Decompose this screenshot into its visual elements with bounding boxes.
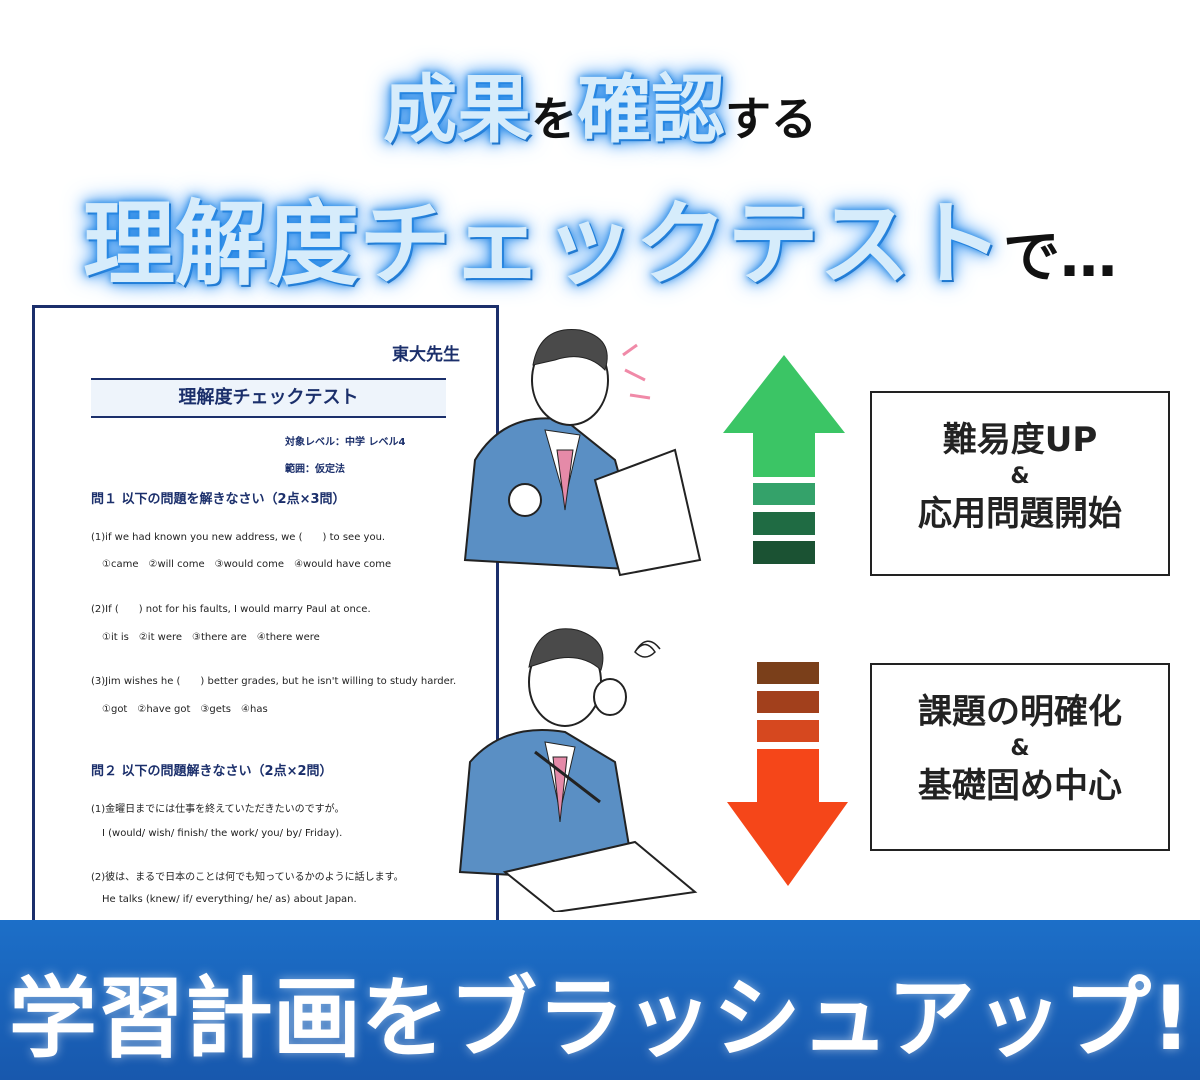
difficulty-up-label: 難易度UP bbox=[942, 420, 1098, 460]
down-arrow-bar bbox=[757, 720, 819, 742]
down-arrow-bar bbox=[757, 662, 819, 684]
target-level: 対象レベル：中学 レベル4 bbox=[285, 437, 406, 448]
difficulty-up-box: 難易度UP & 応用問題開始 bbox=[870, 391, 1170, 576]
happy-student-illustration bbox=[463, 328, 702, 577]
question-choices: ①got ②have got ③gets ④has bbox=[102, 704, 268, 715]
question-2-heading: 問２ 以下の問題解きなさい（2点×2問） bbox=[91, 764, 333, 779]
down-arrow-icon bbox=[727, 749, 848, 886]
headline-particle: する bbox=[725, 92, 817, 146]
scope: 範囲：仮定法 bbox=[285, 464, 345, 475]
headline-particle: を bbox=[531, 92, 578, 146]
headline-line-2: 理解度チェックテストで… bbox=[0, 170, 1200, 303]
up-arrow-bar bbox=[753, 512, 815, 535]
up-arrow-bar bbox=[753, 483, 815, 505]
question-text: (2)If ( ) not for his faults, I would ma… bbox=[91, 604, 371, 615]
document-title: 理解度チェックテスト bbox=[91, 378, 446, 418]
headline-word: 確認 bbox=[577, 67, 726, 153]
question-text: (1)金曜日までには仕事を終えていただきたいのですが。 bbox=[91, 804, 345, 815]
issue-clarification-label: 課題の明確化 bbox=[918, 692, 1122, 732]
question-choices: ①it is ②it were ③there are ④there were bbox=[102, 632, 320, 643]
worried-student-illustration bbox=[458, 628, 698, 912]
banner-text: 学習計画をブラッシュアップ! bbox=[8, 967, 1192, 1070]
up-arrow-graphic bbox=[723, 355, 845, 564]
down-arrow-bar bbox=[757, 691, 819, 713]
basics-focus-box: 課題の明確化 & 基礎固め中心 bbox=[870, 663, 1170, 851]
up-arrow-icon bbox=[723, 355, 845, 477]
question-1-heading: 問１ 以下の問題を解きなさい（2点×3問） bbox=[91, 492, 346, 507]
question-choices: He talks (knew/ if/ everything/ he/ as) … bbox=[102, 894, 357, 905]
headline-word: 理解度チェックテスト bbox=[82, 191, 1003, 298]
basics-focus-label: 基礎固め中心 bbox=[918, 766, 1122, 806]
brand-logo: 東大先生 bbox=[392, 345, 460, 365]
ampersand: & bbox=[1010, 464, 1030, 489]
headline-line-1: 成果を確認する bbox=[0, 50, 1200, 157]
applied-problems-label: 応用問題開始 bbox=[918, 494, 1122, 534]
question-text: (2)彼は、まるで日本のことは何でも知っているかのように話します。 bbox=[91, 872, 404, 883]
down-arrow-graphic bbox=[727, 662, 848, 886]
bottom-banner: 学習計画をブラッシュアップ! bbox=[0, 920, 1200, 1080]
ampersand: & bbox=[1010, 736, 1030, 761]
question-choices: I (would/ wish/ finish/ the work/ you/ b… bbox=[102, 828, 343, 839]
headline-word: 成果 bbox=[383, 67, 532, 153]
question-text: (1)if we had known you new address, we (… bbox=[91, 532, 386, 543]
up-arrow-bar bbox=[753, 541, 815, 564]
headline-particle: で… bbox=[1002, 224, 1118, 290]
test-document: 東大先生 理解度チェックテスト 対象レベル：中学 レベル4 範囲：仮定法 問１ … bbox=[32, 305, 499, 945]
question-text: (3)Jim wishes he ( ) better grades, but … bbox=[91, 676, 457, 687]
question-choices: ①came ②will come ③would come ④would have… bbox=[102, 559, 392, 570]
